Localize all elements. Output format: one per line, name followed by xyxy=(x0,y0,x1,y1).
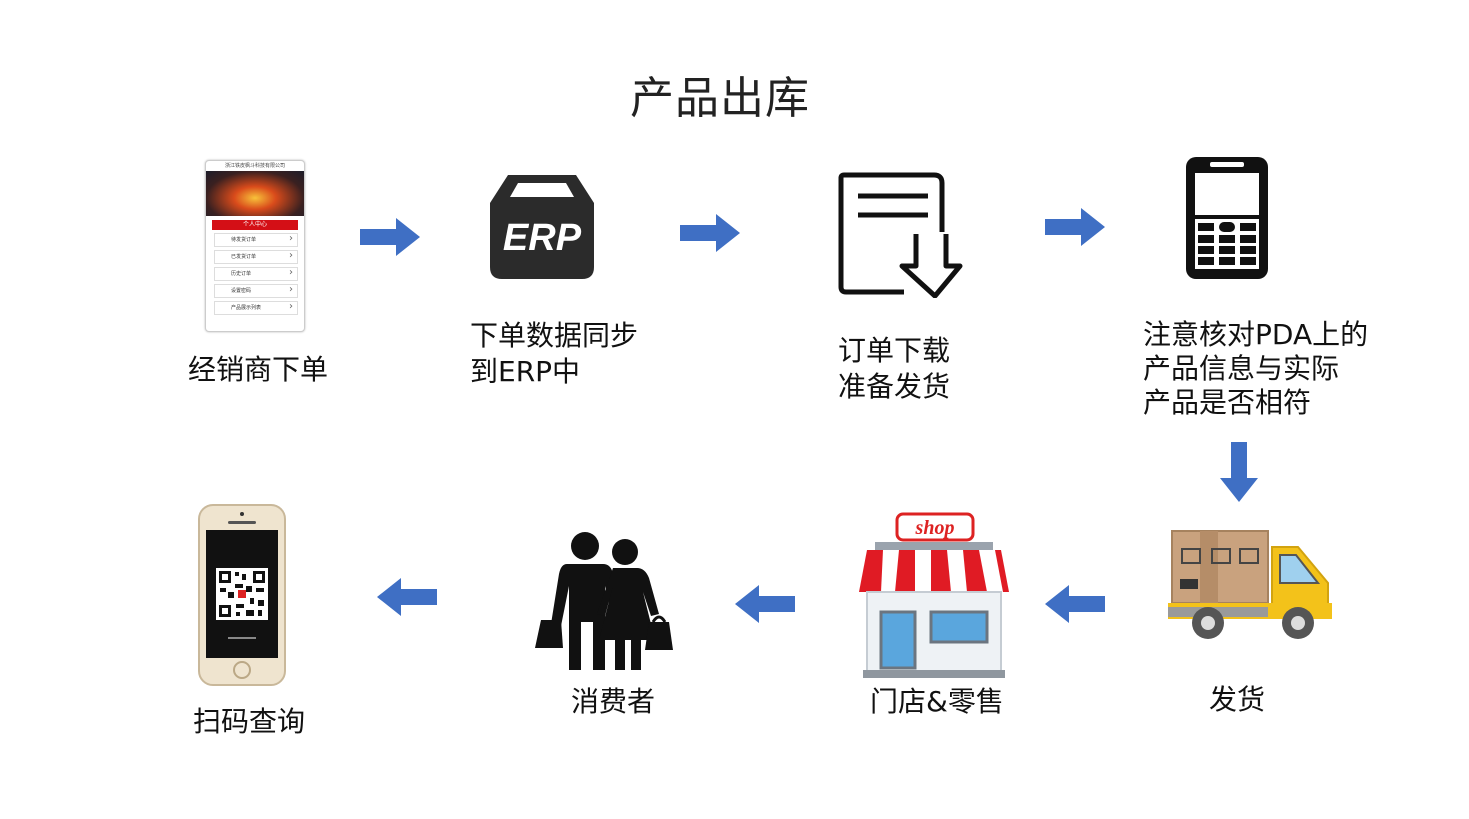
arrow-down-icon xyxy=(1220,442,1258,502)
step-label-line: 产品是否相符 xyxy=(1143,386,1312,419)
mini-phone-menu-item: 历史订单 xyxy=(214,267,298,281)
shop-sign-text: shop xyxy=(915,517,955,539)
step-label-line: 发货 xyxy=(1209,683,1266,716)
step-label-line: 门店&零售 xyxy=(870,685,1004,718)
step-label-store-retail: 门店&零售 xyxy=(870,684,1004,720)
erp-box-icon: ERP xyxy=(490,175,594,283)
shop-storefront-icon: shop xyxy=(859,512,1009,684)
mini-phone-menu-item: 设置密码 xyxy=(214,284,298,298)
step-label-dealer-order: 经销商下单 xyxy=(188,352,328,388)
step-label-scan-query: 扫码查询 xyxy=(193,704,305,740)
step-label-line: 产品信息与实际 xyxy=(1143,352,1340,385)
mini-phone-menu-item: 已发货订单 xyxy=(214,250,298,264)
arrow-left-icon xyxy=(377,578,437,616)
step-label-erp-sync: 下单数据同步 到ERP中 xyxy=(470,318,638,390)
mini-phone-banner xyxy=(206,171,304,216)
mini-phone-center: 个人中心 xyxy=(212,220,298,230)
arrow-right-icon xyxy=(1045,208,1105,246)
smartphone-qr-scan-icon xyxy=(198,504,286,690)
page-title: 产品出库 xyxy=(630,73,810,124)
step-label-line: 下单数据同步 xyxy=(470,319,639,352)
delivery-truck-icon xyxy=(1168,525,1334,647)
step-label-line: 经销商下单 xyxy=(188,353,329,386)
step-label-ship: 发货 xyxy=(1209,682,1265,718)
arrow-left-icon xyxy=(735,585,795,623)
step-label-line: 到ERP中 xyxy=(470,355,581,388)
arrow-right-icon xyxy=(680,214,740,252)
arrow-right-icon xyxy=(360,218,420,256)
mini-phone-company: 浙江铁皮枫斗科技有限公司 xyxy=(224,163,285,169)
step-label-consumer: 消费者 xyxy=(571,684,655,720)
mobile-phone-icon xyxy=(1186,157,1268,283)
document-download-icon xyxy=(838,172,964,302)
mini-phone-menu-item: 待发货订单 xyxy=(214,233,298,247)
step-label-order-download: 订单下载 准备发货 xyxy=(838,333,950,405)
step-label-line: 准备发货 xyxy=(838,370,951,403)
erp-icon-text: ERP xyxy=(503,217,582,259)
step-label-line: 订单下载 xyxy=(838,334,951,367)
step-label-line: 消费者 xyxy=(571,685,656,718)
step-label-pda-check: 注意核对PDA上的 产品信息与实际 产品是否相符 xyxy=(1143,318,1368,420)
step-label-line: 注意核对PDA上的 xyxy=(1143,318,1369,351)
mini-phone-screenshot: 浙江铁皮枫斗科技有限公司 个人中心 待发货订单 已发货订单 历史订单 设置密码 … xyxy=(205,160,305,332)
arrow-left-icon xyxy=(1045,585,1105,623)
mini-phone-menu-item: 产品展示列表 xyxy=(214,301,298,315)
consumers-icon xyxy=(533,530,679,680)
step-label-line: 扫码查询 xyxy=(193,705,306,738)
